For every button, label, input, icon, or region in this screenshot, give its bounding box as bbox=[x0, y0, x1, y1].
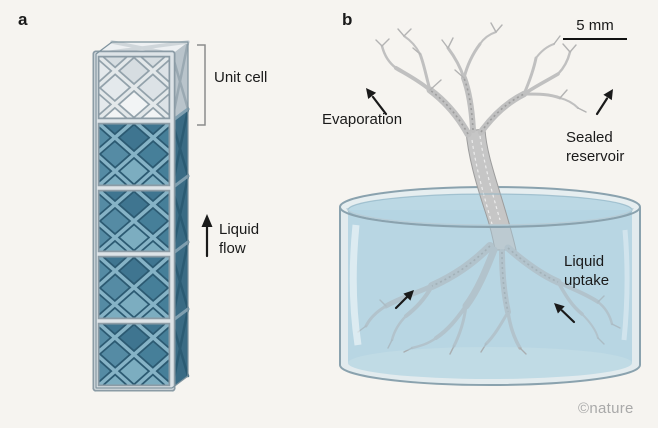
evaporation-label: Evaporation bbox=[322, 111, 403, 128]
unit-cell-label: Unit cell bbox=[214, 69, 268, 86]
tree-roots bbox=[357, 242, 621, 355]
unit-cell-1 bbox=[92, 50, 176, 125]
nature-watermark: ©nature bbox=[578, 400, 634, 417]
scale-bar-label: 5 mm bbox=[576, 17, 614, 34]
evaporation-arrow-right bbox=[595, 89, 613, 116]
unit-cell-bracket bbox=[197, 44, 206, 126]
unit-cell-3 bbox=[92, 184, 176, 258]
water-tint-overlay bbox=[348, 210, 632, 363]
unit-cell-2 bbox=[92, 117, 176, 192]
reservoir-and-tree bbox=[339, 22, 641, 386]
unit-cell-4 bbox=[92, 250, 176, 325]
tower-outline bbox=[95, 41, 189, 389]
liquid-flow-label: Liquid flow bbox=[219, 221, 260, 257]
liquid-uptake-arrow-left bbox=[394, 290, 414, 310]
scale-bar-line bbox=[563, 38, 627, 40]
panel-b-label: b bbox=[342, 10, 353, 29]
liquid-uptake-label: Liquid uptake bbox=[564, 253, 610, 289]
reservoir-glass-edges bbox=[339, 206, 641, 386]
liquid-uptake-arrow-right bbox=[554, 303, 576, 324]
tree-structure bbox=[357, 22, 621, 355]
panel-a-label: a bbox=[18, 10, 28, 29]
unit-cell-5 bbox=[92, 317, 176, 392]
liquid-flow-arrow bbox=[201, 214, 213, 258]
sealed-reservoir-label: Sealed reservoir bbox=[566, 129, 625, 165]
lattice-tower bbox=[92, 40, 190, 392]
tower-side-face bbox=[170, 40, 190, 390]
tree-canopy bbox=[375, 22, 587, 225]
evaporation-arrow-left bbox=[366, 88, 388, 116]
